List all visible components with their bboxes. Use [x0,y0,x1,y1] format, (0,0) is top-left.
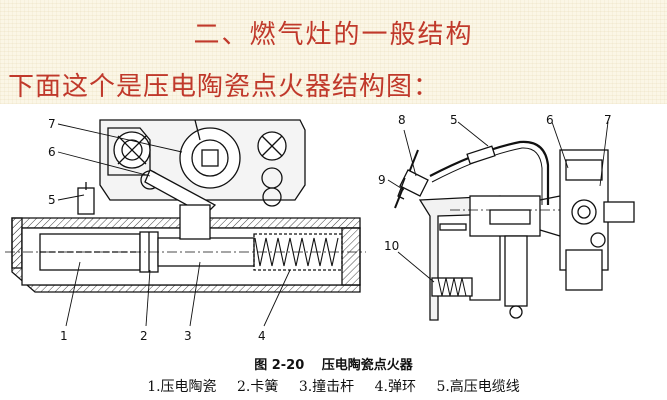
legend-item: 4.弹环 [374,379,416,395]
left-igniter-drawing [5,119,366,293]
left-leader-lines [57,123,291,327]
figure-caption: 图 2-20 压电陶瓷点火器 [254,358,413,373]
slide-title: 二、燃气灶的一般结构 [193,20,474,50]
callout-1: 1 [60,329,68,343]
legend-item: 1.压电陶瓷 [147,379,217,395]
callout-9: 9 [378,173,386,187]
right-igniter-drawing [394,140,635,321]
figure-legend: 1.压电陶瓷 2.卡簧 3.撞击杆 4.弹环 5.高压电缆线 [0,376,667,396]
legend-item: 5.高压电缆线 [436,379,520,395]
callout-5-left: 5 [48,193,56,207]
callout-4: 4 [258,329,266,343]
callout-7-left: 7 [48,117,56,131]
callout-5-right: 5 [450,113,458,127]
left-callouts: 7 6 5 1 2 3 4 [48,117,266,343]
legend-item: 2.卡簧 [237,379,279,395]
callout-7-right: 7 [604,113,612,127]
callout-6-left: 6 [48,145,56,159]
callout-2: 2 [140,329,148,343]
legend-item: 3.撞击杆 [298,379,355,395]
callout-8: 8 [398,113,406,127]
callout-6-right: 6 [546,113,554,127]
slide-subtitle: 下面这个是压电陶瓷点火器结构图： [8,72,441,102]
right-callouts: 8 5 6 7 9 10 [378,113,612,253]
right-leader-lines [387,121,609,283]
callout-10: 10 [384,239,399,253]
callout-3: 3 [184,329,192,343]
